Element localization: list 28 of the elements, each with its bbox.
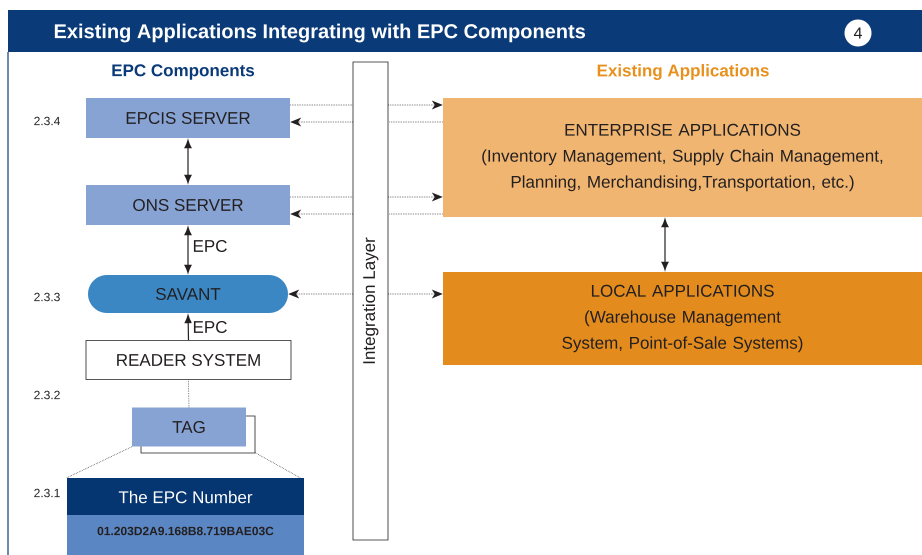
- integration-layer-bar: Integration Layer: [352, 62, 388, 540]
- epc-number-card: The EPC Number 01.203D2A9.168B8.719BAE03C: [67, 478, 304, 555]
- connector-line: [290, 196, 353, 198]
- section-number: 2.3.2: [34, 390, 60, 400]
- server-box: ONS SERVER: [86, 185, 290, 225]
- section-number: 2.3.4: [34, 116, 60, 126]
- node-label: The EPC Number: [118, 490, 252, 504]
- leader-line: [66, 446, 132, 478]
- leader-line: [254, 452, 301, 478]
- arrow: [184, 140, 192, 184]
- application-box: ENTERPRISE APPLICATIONS (Inventory Management, Supply Chain Management, Planning, Merchandising,Transportation, etc.): [443, 98, 922, 217]
- section-number: 2.3.3: [34, 292, 60, 302]
- arrow: [661, 218, 669, 270]
- server-box: EPCIS SERVER: [86, 98, 290, 138]
- savant-box: SAVANT: [88, 275, 288, 313]
- connector-line: [290, 104, 353, 106]
- edge-label: EPC: [192, 238, 228, 254]
- reader-box: READER SYSTEM: [86, 340, 292, 380]
- section-heading: Existing Applications: [598, 64, 769, 80]
- arrow: [184, 314, 192, 340]
- number-badge: 4: [844, 20, 872, 46]
- connector-line: [188, 380, 190, 408]
- tag-box: TAG: [132, 408, 256, 454]
- application-box: LOCAL APPLICATIONS (Warehouse Management System, Point-of-Sale Systems): [443, 272, 922, 365]
- section-number: 2.3.1: [34, 488, 60, 498]
- section-heading: EPC Components: [112, 64, 254, 80]
- edge-label: EPC: [192, 320, 228, 334]
- arrow: [184, 226, 192, 274]
